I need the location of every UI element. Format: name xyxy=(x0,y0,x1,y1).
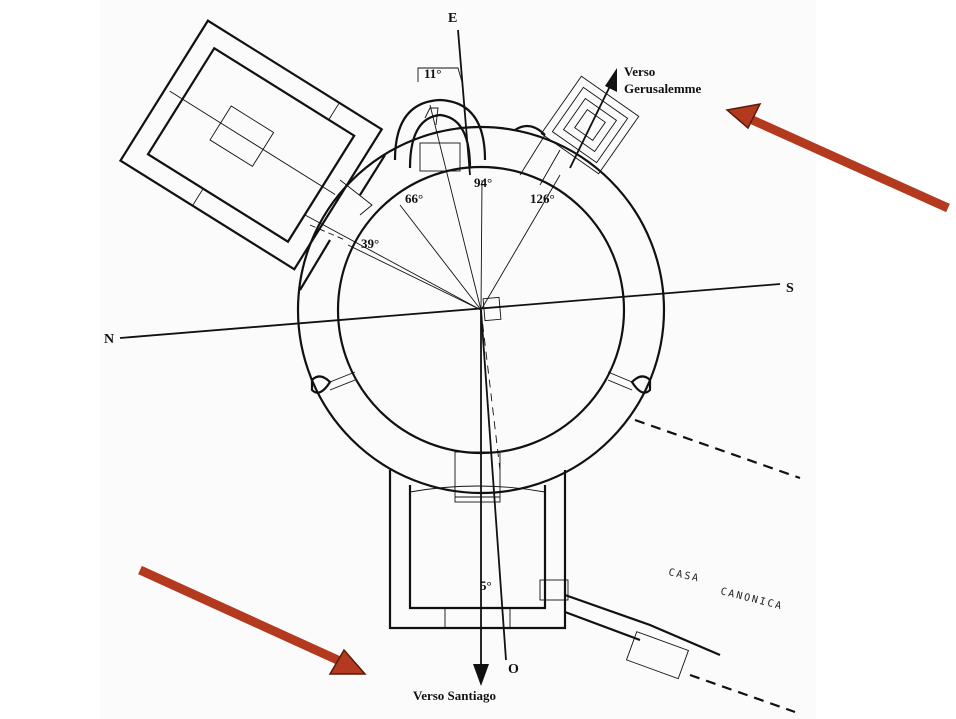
red-arrow-upper xyxy=(725,102,950,213)
annex-dashed xyxy=(309,224,346,241)
red-arrow-lower xyxy=(138,565,367,675)
label-west: O xyxy=(508,662,519,677)
entrance-block xyxy=(388,451,569,630)
ne-niche-lines xyxy=(519,134,561,186)
northeast-stepped-structure xyxy=(540,75,640,175)
label-angle-11: 11° xyxy=(424,66,441,81)
label-south: S xyxy=(786,281,794,296)
jerusalem-arrowhead xyxy=(605,68,617,92)
annex-wall-lower xyxy=(299,239,331,291)
angle-rays xyxy=(304,104,561,311)
label-verso: Verso xyxy=(624,64,655,79)
west-axis xyxy=(480,309,507,661)
northwest-annex xyxy=(118,19,384,271)
annex-wall-upper xyxy=(359,154,386,196)
west-niche xyxy=(310,375,332,394)
north-south-axis xyxy=(119,283,781,339)
label-gerusalemme: Gerusalemme xyxy=(624,81,701,96)
santiago-arrowhead xyxy=(473,664,489,686)
ne-niche xyxy=(514,124,546,136)
label-verso-santiago: Verso Santiago xyxy=(413,688,496,703)
label-angle-126: 126° xyxy=(530,191,555,206)
scan-sheet xyxy=(100,0,816,719)
label-north: N xyxy=(104,332,114,347)
east-niche xyxy=(630,375,652,394)
label-angle-5: 5° xyxy=(480,578,492,593)
label-angle-39: 39° xyxy=(361,236,379,251)
label-angle-94: 94° xyxy=(474,175,492,190)
center-marker xyxy=(482,296,502,322)
label-east: E xyxy=(448,11,457,26)
east-axis-top xyxy=(457,29,471,176)
label-angle-66: 66° xyxy=(405,191,423,206)
annex-niche xyxy=(339,179,373,216)
jerusalem-line xyxy=(569,81,613,169)
eleven-degree-bracket xyxy=(417,67,463,83)
canonica-walls xyxy=(564,418,801,714)
